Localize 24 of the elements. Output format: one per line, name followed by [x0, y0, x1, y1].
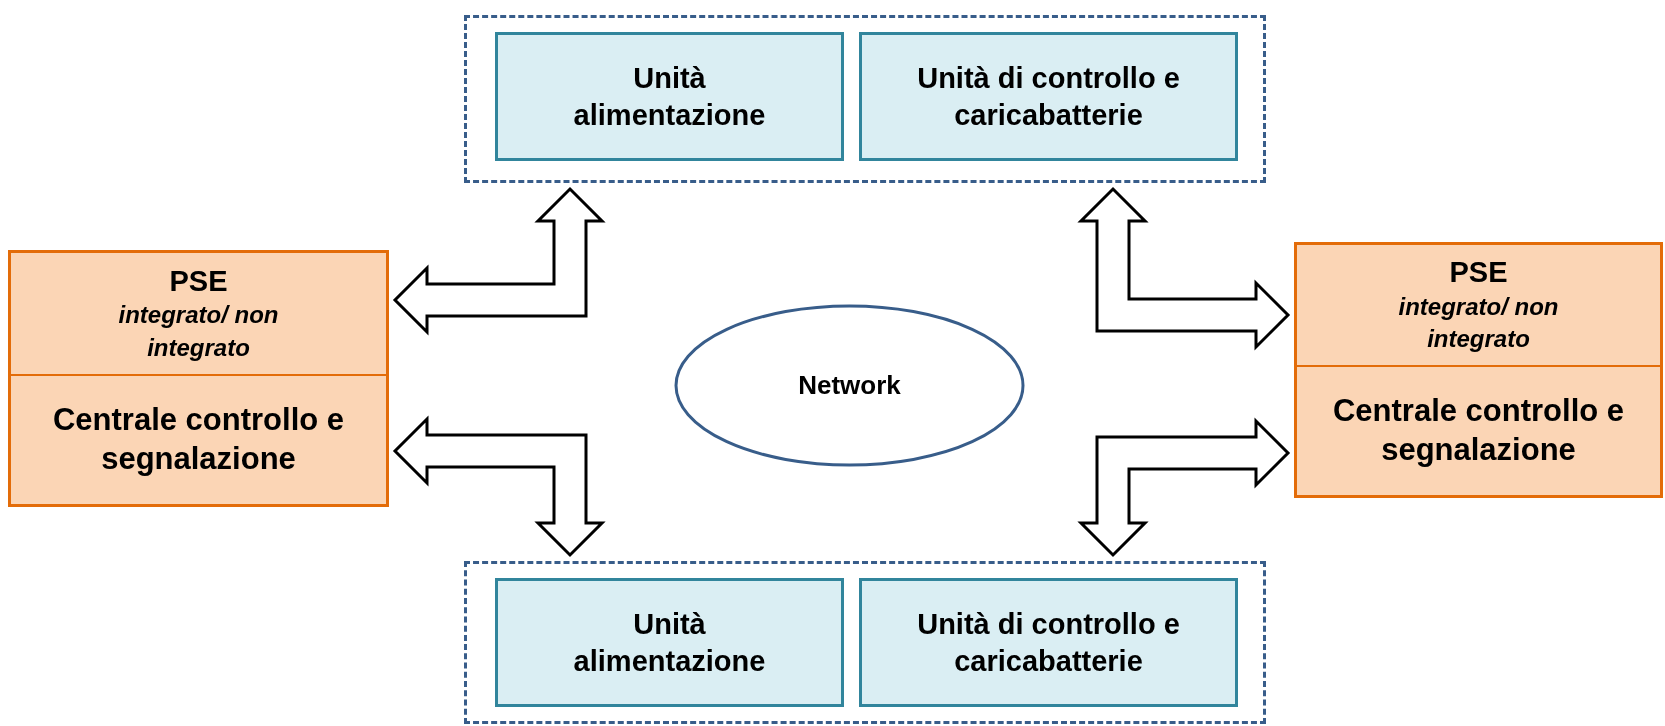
network-ellipse [674, 304, 1025, 467]
network-label: Network [798, 369, 901, 402]
pse-subtitle: integrato/ non integrato [1397, 291, 1560, 355]
pse-title: PSE [169, 264, 228, 299]
hollow-double-arrow [392, 415, 606, 558]
pse-box [1294, 242, 1663, 498]
hollow-double-arrow [1077, 186, 1291, 351]
unit-label: Unità di controllo e caricabatterie [916, 607, 1181, 679]
pse-description: Centrale controllo e segnalazione [1331, 392, 1626, 469]
pse-description: Centrale controllo e segnalazione [51, 401, 346, 478]
unit-box [495, 578, 844, 707]
unit-label: Unità di controllo e caricabatterie [916, 61, 1181, 133]
pse-title: PSE [1449, 255, 1508, 291]
dashed-group-box [464, 15, 1266, 183]
unit-box [859, 32, 1238, 161]
hollow-double-arrow [1077, 417, 1291, 558]
unit-label: Unità alimentazione [572, 607, 767, 679]
hollow-double-arrow [392, 186, 606, 336]
pse-box [8, 250, 389, 507]
unit-box [495, 32, 844, 161]
unit-label: Unità alimentazione [572, 61, 767, 133]
dashed-group-box [464, 561, 1266, 724]
unit-box [859, 578, 1238, 707]
pse-subtitle: integrato/ non integrato [117, 300, 280, 363]
